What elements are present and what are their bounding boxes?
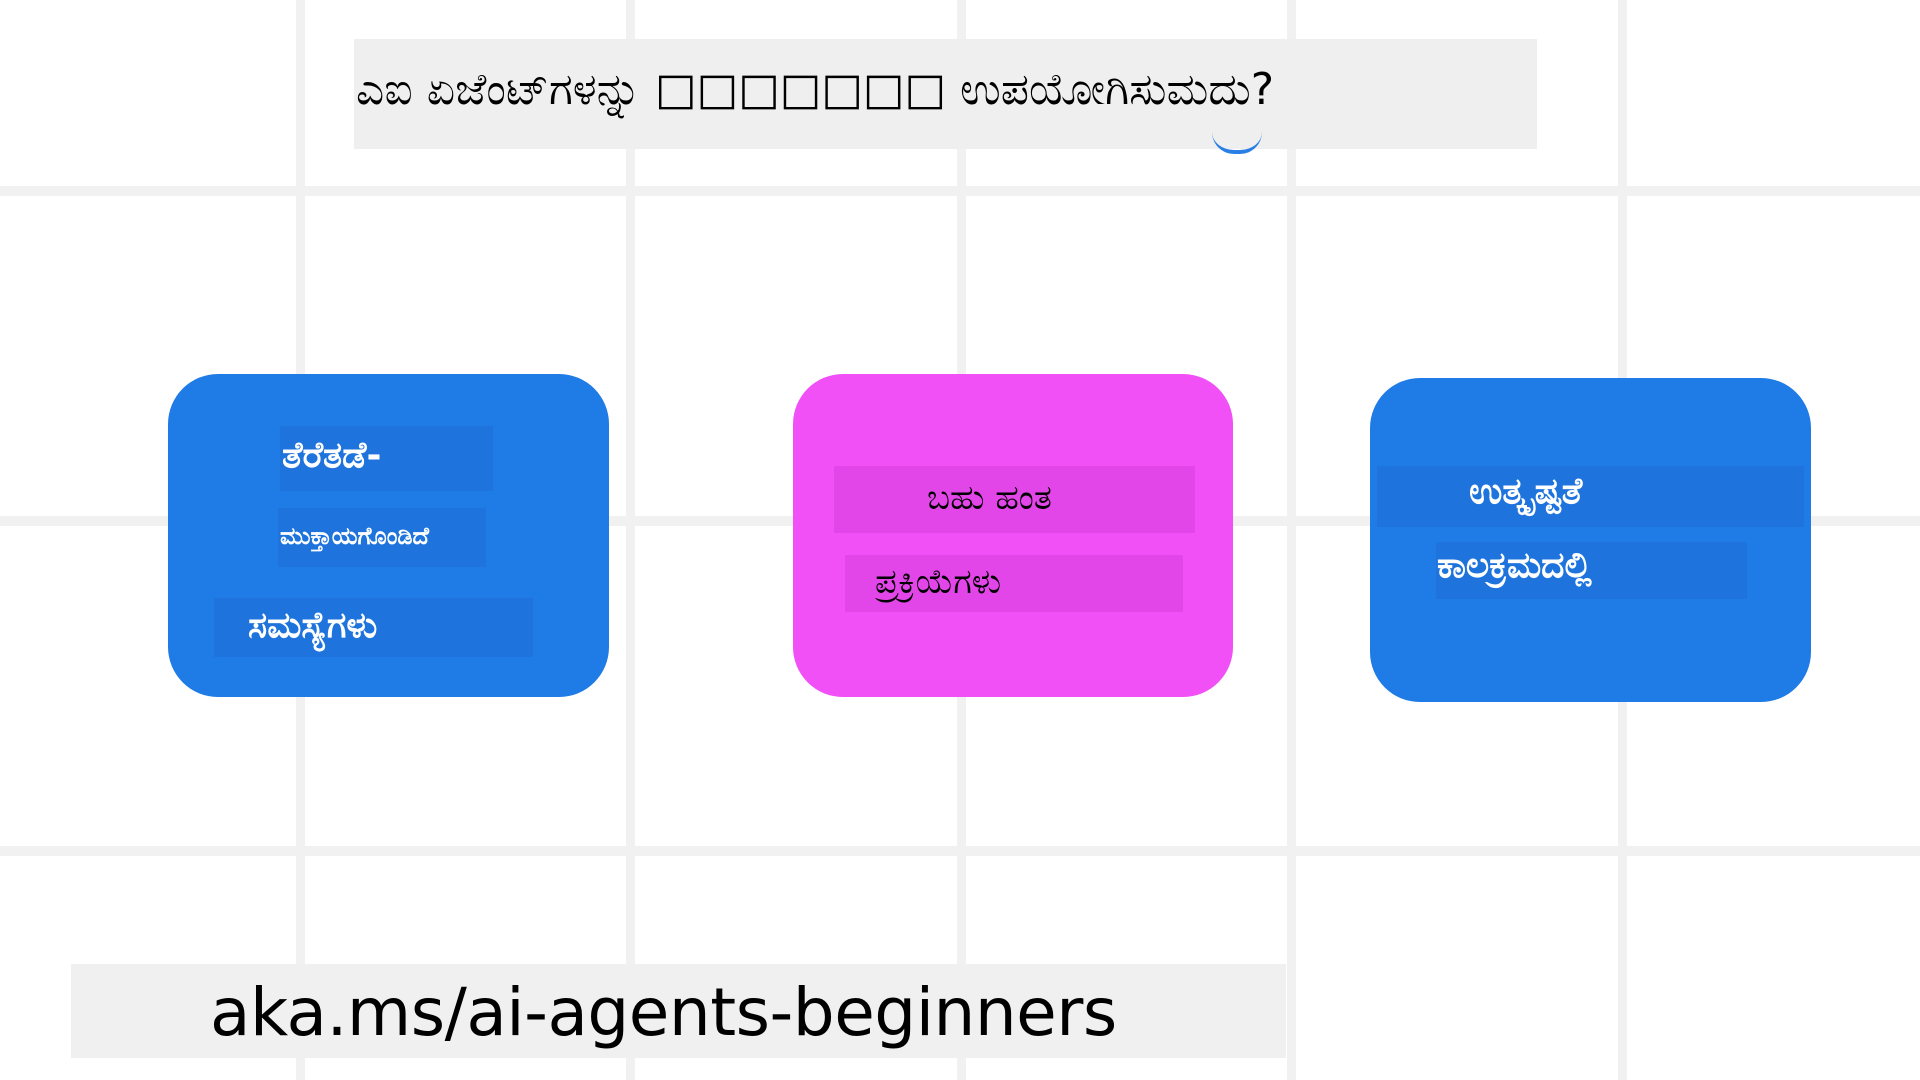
card-1-line-1: ತೆರೆತಡೆ- [282, 435, 382, 476]
card-1-line-3: ಸಮಸ್ಯೆಗಳು [248, 605, 378, 646]
text-highlight [280, 426, 493, 491]
text-highlight [845, 555, 1183, 612]
title-decoration [1212, 132, 1262, 154]
card-3-line-2: ಕಾಲಕ್ರಮದಲ್ಲಿ [1437, 545, 1592, 586]
card-2-line-1: ಬಹು ಹಂತ [927, 478, 1052, 518]
grid-line-vertical [626, 0, 635, 1080]
text-highlight [278, 508, 486, 567]
course-url-link[interactable]: aka.ms/ai-agents-beginners [210, 974, 1117, 1051]
grid-line-horizontal [0, 186, 1920, 196]
card-2-line-2: ಪ್ರಕ್ರಿಯೆಗಳು [875, 562, 1002, 602]
card-multi-step-processes [793, 374, 1233, 697]
text-highlight [1436, 542, 1747, 599]
grid-line-vertical [1287, 0, 1296, 1080]
card-3-line-1: ಉತ್ಕೃಷ್ಟತೆ [1469, 471, 1583, 512]
text-highlight [214, 598, 533, 657]
title-background [354, 39, 1537, 149]
text-highlight [834, 466, 1195, 533]
page-title: ಎಐ ಏಜೆಂಟ್‌ಗಳನ್ನು □□□□□□□ ಉಪಯೋಗಿಸುಮದು? [356, 64, 1275, 115]
grid-line-horizontal [0, 846, 1920, 856]
url-background [71, 964, 1286, 1058]
card-1-line-2: ಮುಕ್ತಾಯಗೊಂಡಿದೆ [280, 522, 429, 550]
card-improvement-over-time [1370, 378, 1811, 702]
text-highlight [1377, 466, 1804, 527]
